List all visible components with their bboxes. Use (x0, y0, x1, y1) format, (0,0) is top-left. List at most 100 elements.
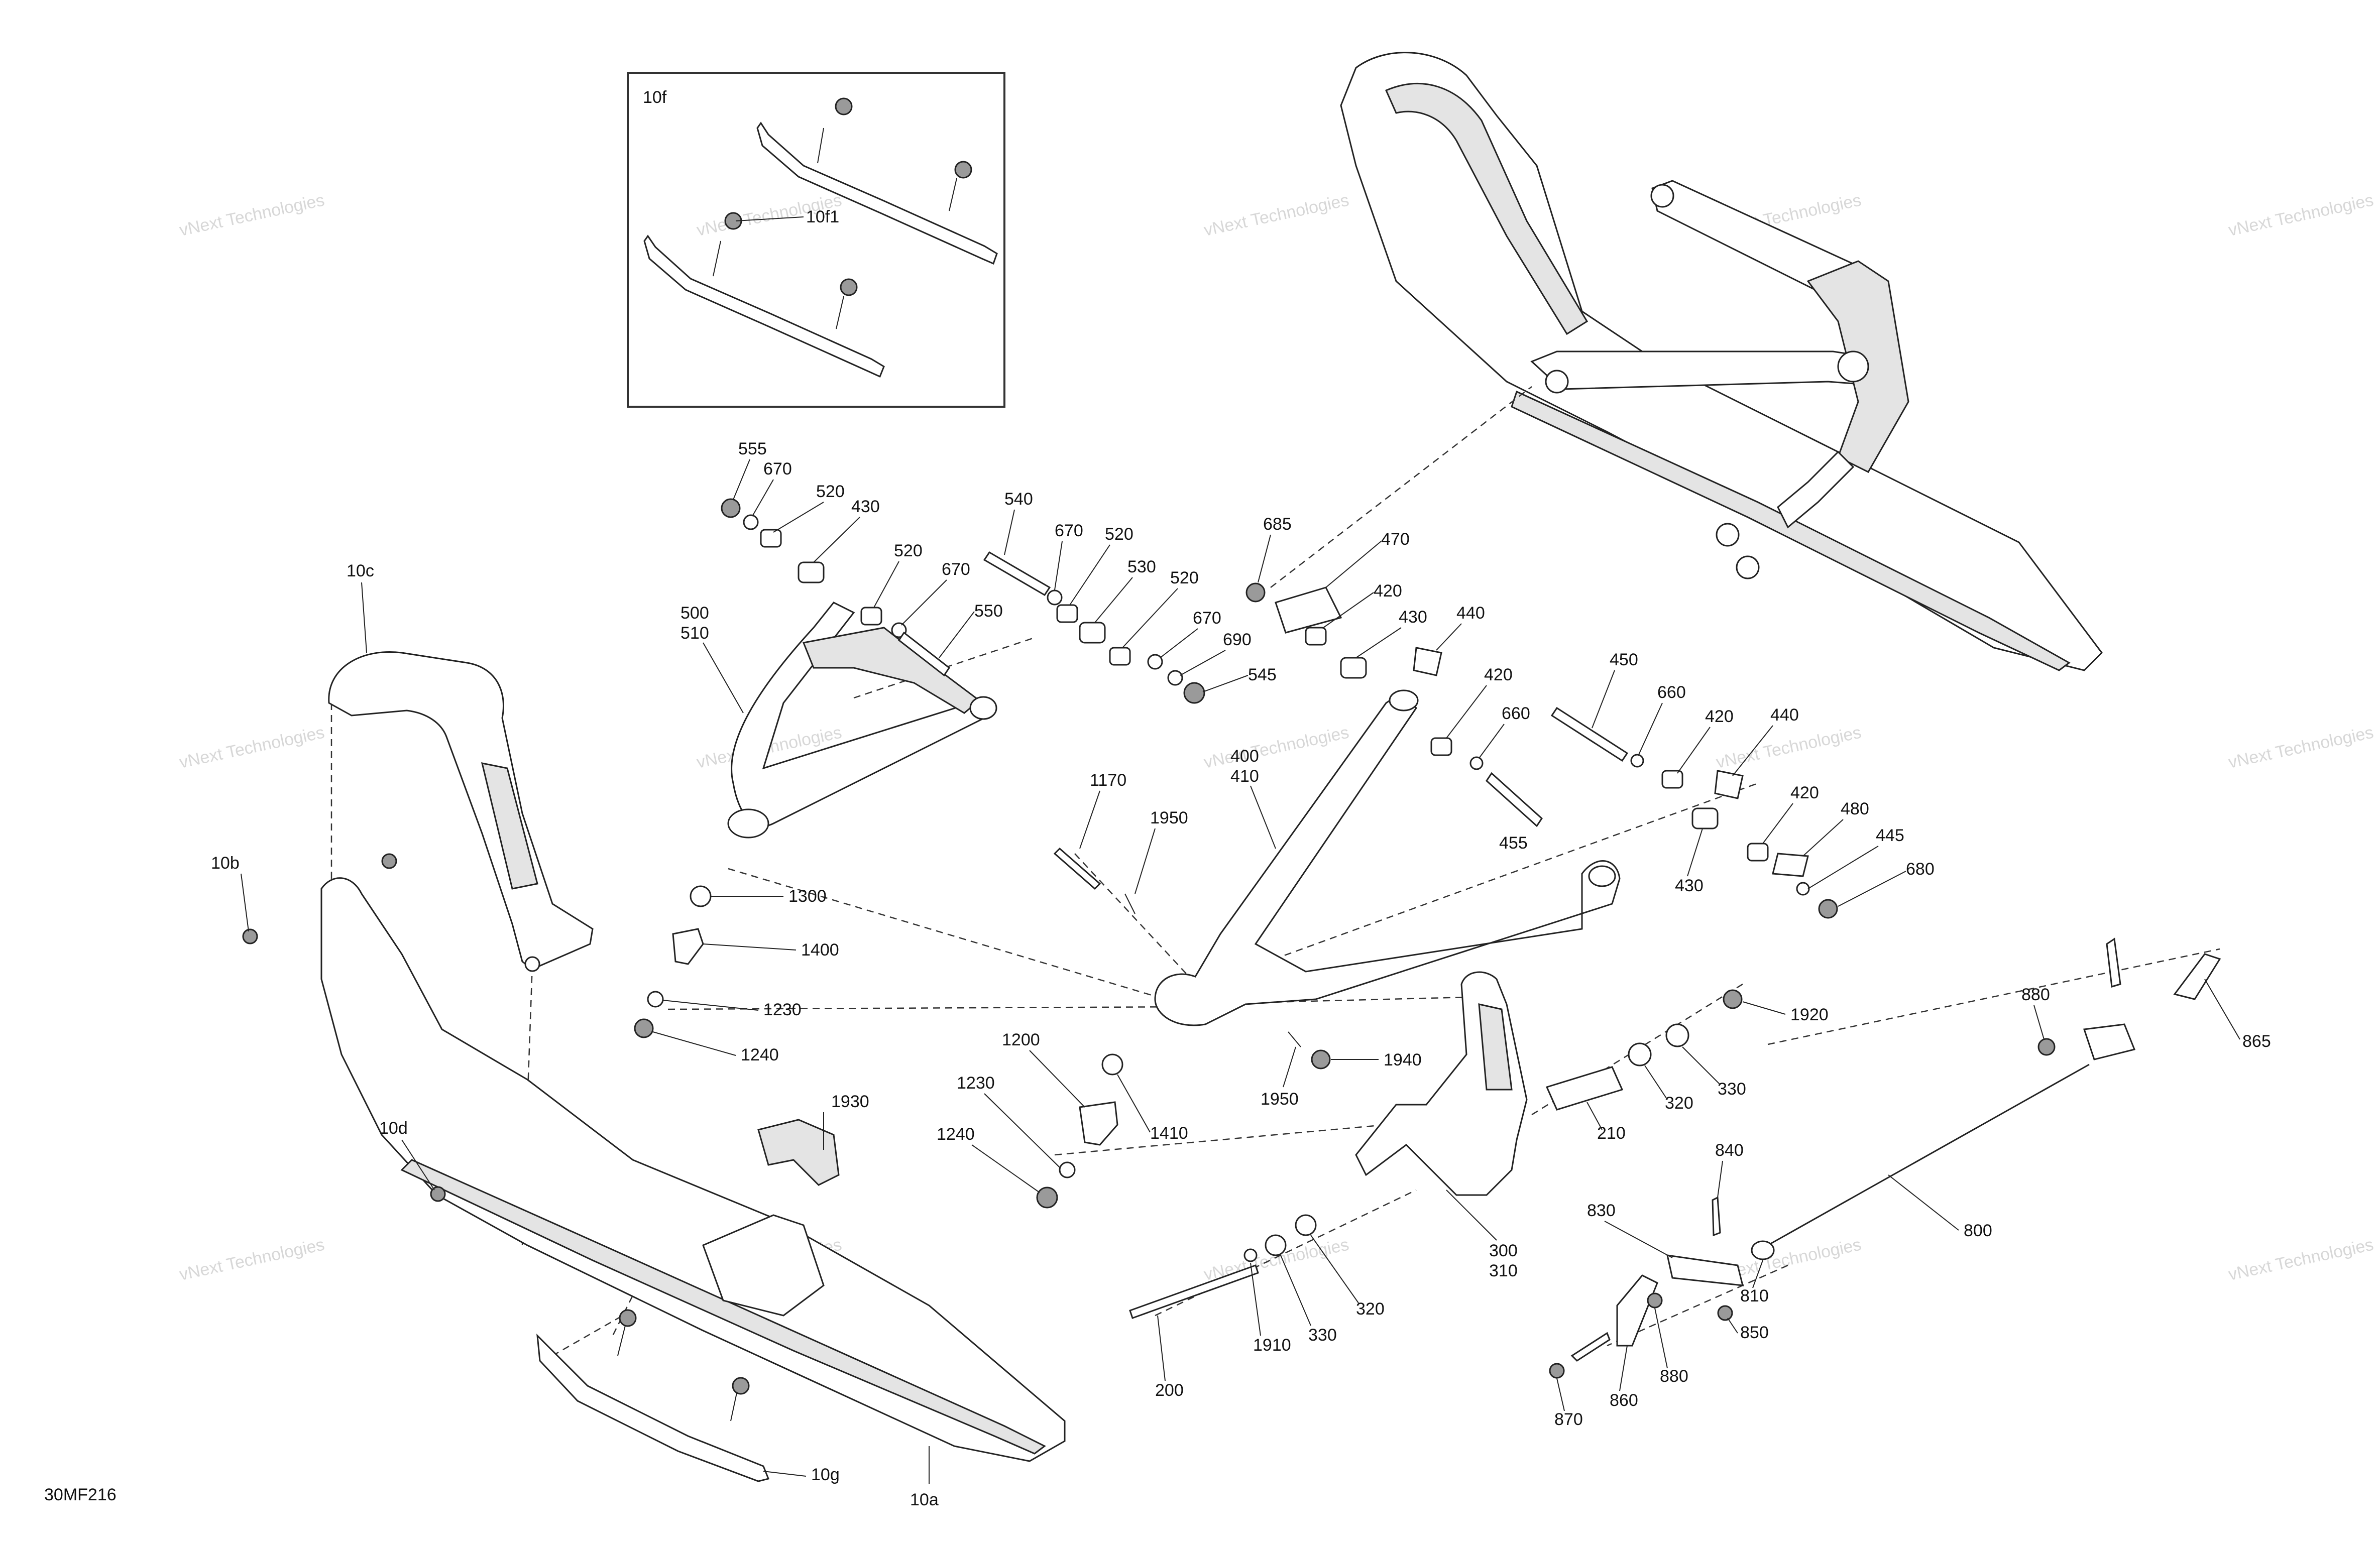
bushing-420 (1661, 770, 1683, 789)
nut (619, 1309, 637, 1327)
label-865: 865 (2242, 1032, 2271, 1051)
label-1940: 1940 (1384, 1050, 1422, 1070)
bolt-10b (242, 928, 258, 944)
label-1240: 1240 (741, 1045, 779, 1064)
nut (732, 1377, 750, 1395)
inset-label: 10f (643, 88, 667, 107)
watermark: vNext Technologies (2227, 1235, 2375, 1284)
washer-670 (1147, 654, 1163, 670)
nut-545 (1183, 682, 1205, 704)
label-330: 330 (1308, 1326, 1337, 1345)
ball-joint-socket (727, 808, 769, 839)
label-1400: 1400 (801, 940, 839, 960)
clip-480 (1772, 853, 1809, 877)
nut-850 (1717, 1305, 1733, 1321)
bolt-455 (1486, 772, 1543, 827)
label-520: 520 (1105, 525, 1134, 544)
label-1410: 1410 (1150, 1124, 1188, 1143)
sleeve-530 (1079, 622, 1106, 644)
label-670: 670 (942, 560, 970, 579)
bushing-420 (1305, 627, 1327, 646)
label-10g: 10g (811, 1465, 840, 1484)
watermark: vNext Technologies (178, 190, 326, 240)
ski-handle-assembled (1385, 83, 1589, 335)
bushing-420 (1430, 737, 1452, 756)
label-830: 830 (1587, 1201, 1616, 1220)
label-500: 500 (681, 604, 709, 623)
label-840: 840 (1715, 1141, 1744, 1160)
lower-arm-bushing (1588, 865, 1616, 887)
nut-685 (1245, 582, 1266, 603)
label-540: 540 (1004, 490, 1033, 509)
stud (817, 128, 824, 164)
label-870: 870 (1554, 1410, 1583, 1429)
label-420: 420 (1790, 783, 1819, 802)
nut-680 (1818, 899, 1838, 919)
label-810: 810 (1740, 1286, 1769, 1305)
arm-860 (1616, 1274, 1658, 1347)
label-300: 300 (1489, 1241, 1518, 1260)
ball-joint-1400 (672, 928, 704, 965)
label-880: 880 (2021, 985, 2050, 1004)
label-320: 320 (1665, 1094, 1693, 1113)
ball-joint-assembled (1837, 350, 1869, 383)
label-1910: 1910 (1253, 1336, 1291, 1355)
label-690: 690 (1223, 630, 1252, 649)
bushing-520 (760, 529, 782, 548)
clip-440 (1413, 647, 1442, 676)
plate-830 (1666, 1254, 1744, 1286)
bolt-840 (1712, 1196, 1721, 1237)
stud (836, 296, 844, 329)
bushing-320 (1628, 1042, 1652, 1066)
watermark: vNext Technologies (1202, 723, 1351, 772)
stud (617, 1325, 626, 1356)
label-330: 330 (1718, 1080, 1746, 1099)
label-10b: 10b (211, 854, 240, 873)
washer-660 (1630, 754, 1644, 768)
nut-880 (2037, 1038, 2056, 1056)
runner-10g (536, 1333, 770, 1482)
label-1170: 1170 (1090, 771, 1126, 790)
label-10c: 10c (347, 561, 374, 580)
label-440: 440 (1770, 705, 1799, 725)
ski-10a (320, 877, 1066, 1462)
runner-upper (756, 122, 998, 265)
label-520: 520 (1170, 568, 1199, 587)
label-520: 520 (894, 541, 923, 560)
label-420: 420 (1374, 581, 1402, 601)
ski-handle-10c-face (481, 762, 538, 890)
sleeve-430 (798, 561, 825, 583)
pin-1950 (1288, 1031, 1301, 1047)
nut (954, 161, 972, 179)
tube-210 (1545, 1066, 1624, 1111)
bracket-470 (1275, 586, 1342, 634)
label-400: 400 (1230, 747, 1259, 766)
handle-mount-hole (524, 956, 540, 972)
label-1240: 1240 (937, 1125, 975, 1144)
label-10d: 10d (379, 1119, 408, 1138)
sleeve-430 (1340, 657, 1367, 679)
o-ring-445 (1796, 882, 1810, 896)
label-440: 440 (1456, 604, 1485, 623)
label-670: 670 (1055, 521, 1083, 540)
bolt-540 (983, 551, 1051, 597)
stud (713, 241, 721, 277)
lower-a-arm-400 (1154, 692, 1621, 1026)
nut-1240 (1036, 1186, 1058, 1209)
ski-keel-assembled (1511, 390, 2071, 671)
nut (840, 278, 858, 296)
ball-joint-1200 (1079, 1101, 1118, 1146)
sleeve-430 (1691, 807, 1719, 829)
label-545: 545 (1248, 665, 1277, 684)
label-450: 450 (1610, 650, 1638, 669)
label-480: 480 (1841, 799, 1869, 818)
label-880: 880 (1660, 1367, 1688, 1386)
bolt-10d (430, 1186, 446, 1202)
bushing-420 (1747, 843, 1769, 862)
label-685: 685 (1263, 515, 1292, 534)
ski-10a-cradle (702, 1214, 825, 1317)
washer-660 (1469, 756, 1484, 770)
label-200: 200 (1155, 1381, 1184, 1400)
label-1950: 1950 (1150, 808, 1188, 827)
label-445: 445 (1876, 826, 1904, 845)
